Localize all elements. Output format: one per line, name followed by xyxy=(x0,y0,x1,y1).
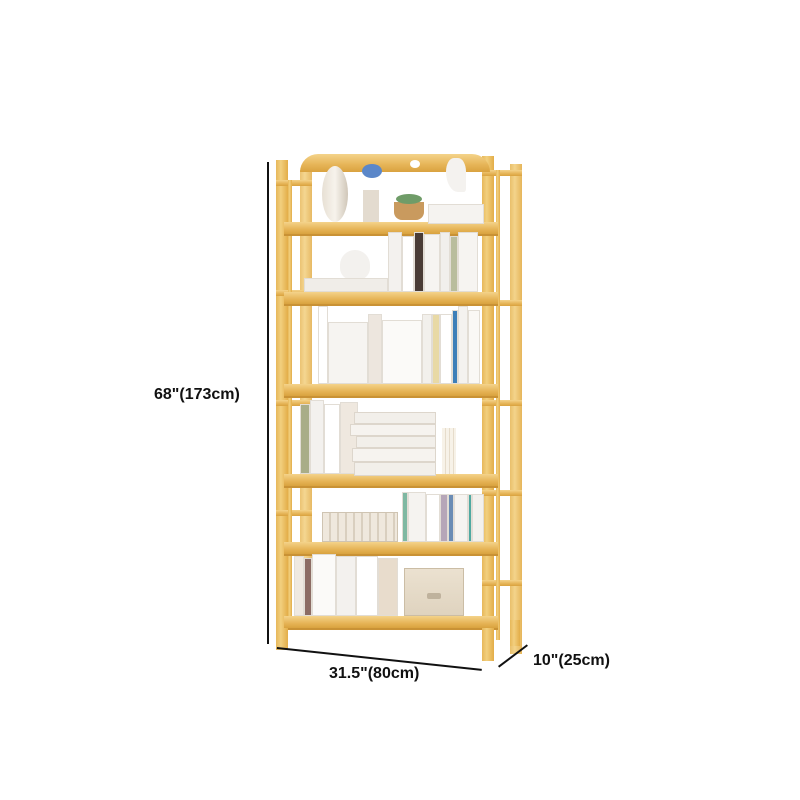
shelf-6 xyxy=(284,616,498,630)
books-row-3 xyxy=(318,306,482,384)
flower-decor xyxy=(362,164,382,178)
bird-figurine xyxy=(446,158,466,192)
white-vase xyxy=(340,250,370,280)
flower-jar xyxy=(363,190,379,222)
book-stack-horizontal xyxy=(350,412,440,476)
box-handle xyxy=(427,593,441,599)
succulent-pot xyxy=(394,202,424,220)
books-row-5 xyxy=(402,492,484,542)
height-dimension-line xyxy=(267,162,269,644)
woven-basket xyxy=(322,512,398,542)
books-row-2 xyxy=(388,232,480,292)
pencils xyxy=(442,428,456,474)
books-row-4 xyxy=(300,400,360,474)
heart-cutout xyxy=(410,160,420,168)
succulent-plant xyxy=(396,194,422,204)
shelf-2 xyxy=(284,292,498,306)
storage-box xyxy=(404,568,464,616)
product-image xyxy=(270,150,530,670)
width-label: 31.5"(80cm) xyxy=(329,665,420,682)
back-right-foot xyxy=(510,620,520,646)
right-front-post xyxy=(482,156,494,661)
books-row-6 xyxy=(294,554,398,616)
top-crest xyxy=(300,154,490,172)
vase-decor xyxy=(322,166,348,222)
stacked-books xyxy=(428,204,484,224)
depth-label: 10"(25cm) xyxy=(533,652,610,669)
shelf-3 xyxy=(284,384,498,398)
front-left-foot xyxy=(276,628,288,648)
shelf-5 xyxy=(284,542,498,556)
book-stack-small xyxy=(304,278,388,292)
shelf-4 xyxy=(284,474,498,488)
height-label: 68"(173cm) xyxy=(154,386,240,403)
right-back-post xyxy=(510,164,522,654)
front-right-foot xyxy=(482,628,494,660)
